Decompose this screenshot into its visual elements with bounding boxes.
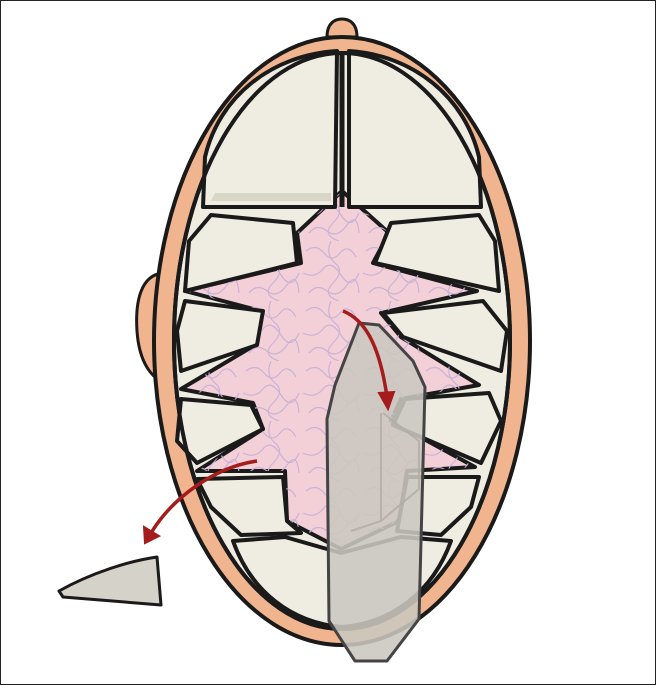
- bone-graft-flap: [327, 323, 425, 661]
- bone-fragment: [59, 557, 161, 605]
- frontal-shadow: [211, 193, 331, 201]
- nose: [327, 19, 357, 37]
